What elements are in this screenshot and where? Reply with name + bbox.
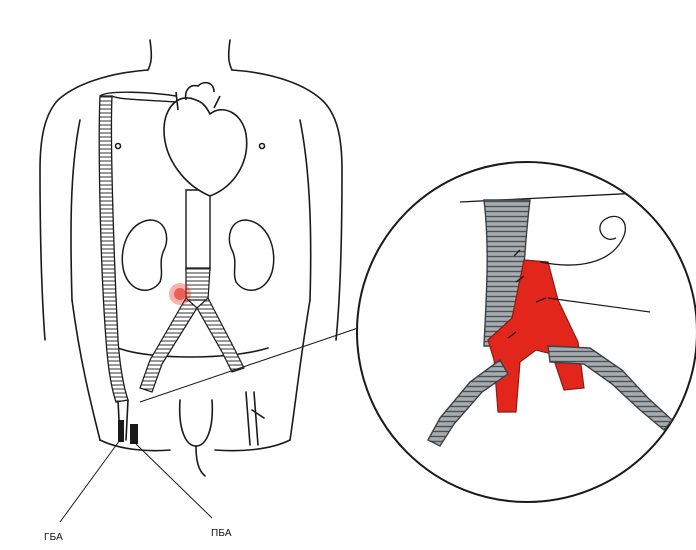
heart	[164, 83, 247, 196]
magnified-inset	[357, 162, 696, 502]
leader-left	[60, 440, 120, 522]
aneurysm-mark	[169, 283, 191, 305]
label-right-artery: ПБА	[211, 528, 232, 539]
leader-right	[136, 444, 212, 518]
label-left-artery: ГБА	[44, 532, 63, 543]
